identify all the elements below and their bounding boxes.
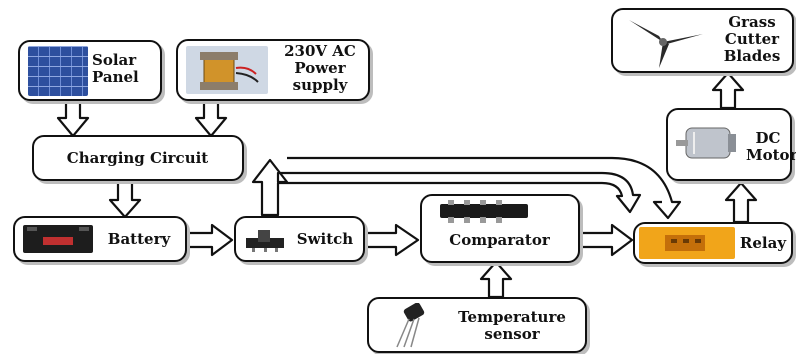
arrow-comparator-to-relay [578,223,634,257]
comparator-label: Comparator [449,231,550,249]
arrow-motor-to-blades [711,71,745,110]
switch-block: Switch [234,216,365,262]
arrow-sensor-to-comparator [479,260,513,299]
solar-panel-icon [28,46,88,96]
solar-panel-line2: Panel [92,68,139,86]
temperature-sensor-block: Temperature sensor [367,297,587,353]
ac-supply-line3: supply [292,76,348,94]
arrow-switch-to-relay-loop [251,158,642,217]
cutter-blade-icon [619,14,707,68]
charging-circuit-label: Charging Circuit [66,149,209,167]
switch-label: Switch [296,230,354,248]
temperature-sensor-line2: sensor [484,325,540,343]
ac-supply-line2: Power [294,59,346,77]
temperature-sensor-line1: Temperature [458,308,566,326]
grass-blades-line1: Grass [728,13,776,31]
charging-circuit-block: Charging Circuit [32,135,244,181]
slide-switch-icon [244,228,286,252]
comparator-block: Comparator [420,194,580,263]
ac-supply-line1: 230V AC [284,42,356,60]
solar-panel-line1: Solar [92,51,137,69]
transformer-icon [186,46,268,94]
arrow-loop-outer-line [287,156,682,220]
relay-block: Relay [633,222,793,264]
dc-motor-block: DC Motor [666,108,796,181]
arrow-switch-to-comparator [362,223,420,257]
battery-block: Battery [13,216,187,262]
relay-icon [639,227,735,259]
battery-label: Battery [107,230,171,248]
dc-motor-line2: Motor [746,146,796,164]
grass-blades-line3: Blades [723,47,781,65]
ac-supply-block: 230V AC Power supply [176,39,370,101]
arrow-relay-to-motor [724,181,758,224]
relay-label: Relay [739,234,787,252]
grass-blades-label: Grass Cutter Blades [713,14,791,65]
arrow-battery-to-switch [185,223,234,257]
ic-chip-icon [434,200,534,224]
temperature-sensor-label: Temperature sensor [445,309,579,343]
arrow-solar-to-charging [56,98,90,138]
solar-panel-label: Solar Panel [92,52,154,86]
grass-blades-block: Grass Cutter Blades [611,8,794,73]
grass-blades-line2: Cutter [724,30,780,48]
dc-motor-label: DC Motor [746,129,796,164]
battery-icon [23,225,93,253]
dc-motor-icon [674,120,744,168]
dc-motor-line1: DC [755,129,781,147]
ac-supply-label: 230V AC Power supply [274,43,366,94]
temperature-sensor-icon [391,303,441,349]
arrow-charging-to-battery [108,180,142,219]
solar-panel-block: Solar Panel [18,40,162,101]
arrow-ac-to-charging [194,98,228,138]
